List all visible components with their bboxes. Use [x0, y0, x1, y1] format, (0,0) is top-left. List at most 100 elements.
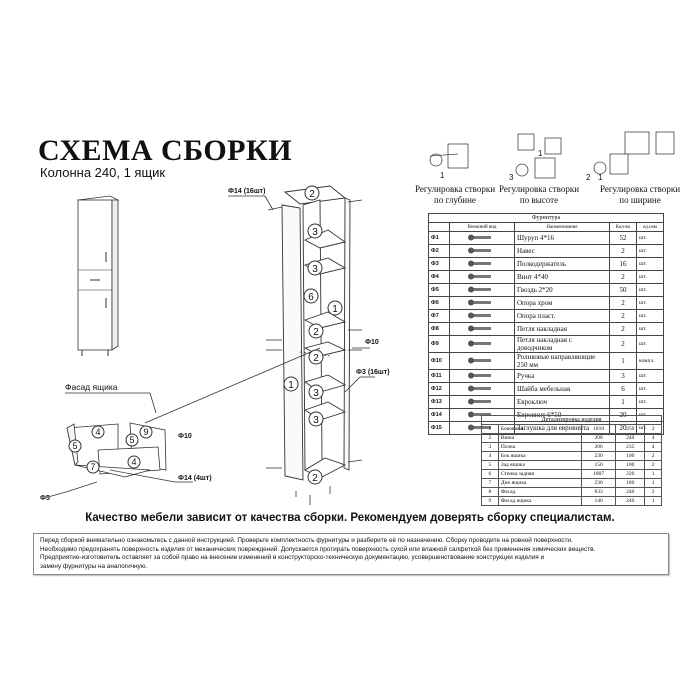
- parts-cell: 1: [644, 469, 662, 479]
- shelf-support-icon: [449, 257, 515, 271]
- svg-text:4: 4: [131, 457, 136, 467]
- hardware-name: Шайба мебельная: [514, 382, 610, 396]
- col-unit: ед.изм: [636, 222, 664, 232]
- svg-text:4: 4: [95, 427, 100, 437]
- part-callout: 2: [308, 323, 324, 339]
- hardware-unit: шт.: [636, 257, 664, 271]
- svg-text:5: 5: [129, 435, 134, 445]
- parts-cell: 1: [481, 424, 499, 434]
- part-callout: 3: [308, 384, 324, 400]
- parts-cell: 6: [481, 469, 499, 479]
- hardware-name: Ручка: [514, 369, 610, 383]
- hardware-code: Ф1: [428, 231, 450, 245]
- leg-icon: [449, 296, 515, 310]
- hardware-name: Гвоздь 2*20: [514, 283, 610, 297]
- hardware-code: Ф10: [428, 352, 450, 370]
- hardware-unit: шт.: [636, 335, 664, 353]
- part-callout: 1: [283, 376, 299, 392]
- hardware-code: Ф8: [428, 322, 450, 336]
- parts-cell: 230: [580, 451, 617, 461]
- screw-icon: [449, 270, 515, 284]
- hardware-code: Ф14: [428, 408, 450, 422]
- handle-icon: [449, 369, 515, 383]
- parts-cell: 235: [615, 442, 646, 452]
- nail-icon: [449, 283, 515, 297]
- part-callout: 5: [68, 439, 82, 453]
- svg-text:3: 3: [509, 173, 514, 182]
- parts-cell: Стенка задняя: [497, 469, 582, 479]
- parts-cell: 140: [580, 496, 617, 506]
- label-f14: Ф14 (16шт): [228, 188, 265, 195]
- hardware-name: Опора хром: [514, 296, 610, 310]
- label-drawer-f10: Ф10: [178, 433, 192, 440]
- note-line: замену фурнитуры на аналогичную.: [40, 562, 148, 570]
- svg-text:9: 9: [143, 427, 148, 437]
- parts-cell: 1: [644, 496, 662, 506]
- parts-cell: 100: [615, 451, 646, 461]
- hardware-unit: шт.: [636, 322, 664, 336]
- parts-cell: Зад ящика: [497, 460, 582, 470]
- hardware-name: Навес: [514, 244, 610, 258]
- label-f10: Ф10: [365, 339, 379, 346]
- parts-cell: 1810: [580, 424, 617, 434]
- parts-cell: 150: [580, 460, 617, 470]
- part-callout: 4: [127, 455, 141, 469]
- parts-cell: 230: [580, 478, 617, 488]
- svg-text:1: 1: [288, 380, 294, 391]
- parts-cell: Вязка: [497, 433, 582, 443]
- hardware-qty: 2: [609, 309, 637, 323]
- col-appearance: Внешний вид: [449, 222, 515, 232]
- parts-cell: 240: [615, 496, 646, 506]
- hardware-name: Роликовые направляющие 250 мм: [514, 352, 610, 370]
- hardware-qty: 16: [609, 257, 637, 271]
- parts-cell: Боковина: [497, 424, 582, 434]
- hardware-qty: 1: [609, 352, 637, 370]
- hardware-unit: шт.: [636, 296, 664, 310]
- svg-text:2: 2: [313, 353, 319, 364]
- hardware-code: Ф6: [428, 296, 450, 310]
- parts-cell: 1: [644, 478, 662, 488]
- parts-cell: Фасад ящика: [497, 496, 582, 506]
- part-callout: 7: [86, 460, 100, 474]
- parts-cell: 180: [615, 478, 646, 488]
- hardware-qty: 6: [609, 382, 637, 396]
- screw-icon: [449, 231, 515, 245]
- parts-cell: 7: [481, 478, 499, 488]
- parts-cell: 833: [580, 487, 617, 497]
- parts-cell: 4: [644, 433, 662, 443]
- hardware-name: Евроключ: [514, 395, 610, 409]
- part-callout: 1: [327, 300, 343, 316]
- svg-text:1: 1: [440, 171, 445, 180]
- note-line: Перед сборкой внимательно ознакомьтесь с…: [40, 537, 573, 544]
- svg-text:5: 5: [72, 441, 77, 451]
- hanger-icon: [449, 244, 515, 258]
- svg-text:3: 3: [312, 227, 318, 238]
- hardware-name: Петля накладная: [514, 322, 610, 336]
- svg-text:1: 1: [598, 173, 603, 182]
- hex-key-icon: [449, 395, 515, 409]
- hardware-unit: шт.: [636, 283, 664, 297]
- note-line: Предприятие-изготовитель оставляет за со…: [40, 554, 545, 561]
- parts-cell: Дно ящика: [497, 478, 582, 488]
- hardware-unit: шт.: [636, 309, 664, 323]
- parts-cell: 240: [615, 487, 646, 497]
- svg-text:2: 2: [309, 189, 315, 200]
- part-callout: 4: [91, 425, 105, 439]
- parts-cell: 2: [644, 460, 662, 470]
- label-f5: Ф5: [40, 495, 50, 502]
- hardware-table: Фурнитура Внешний вид Наименование Кол-в…: [428, 213, 664, 435]
